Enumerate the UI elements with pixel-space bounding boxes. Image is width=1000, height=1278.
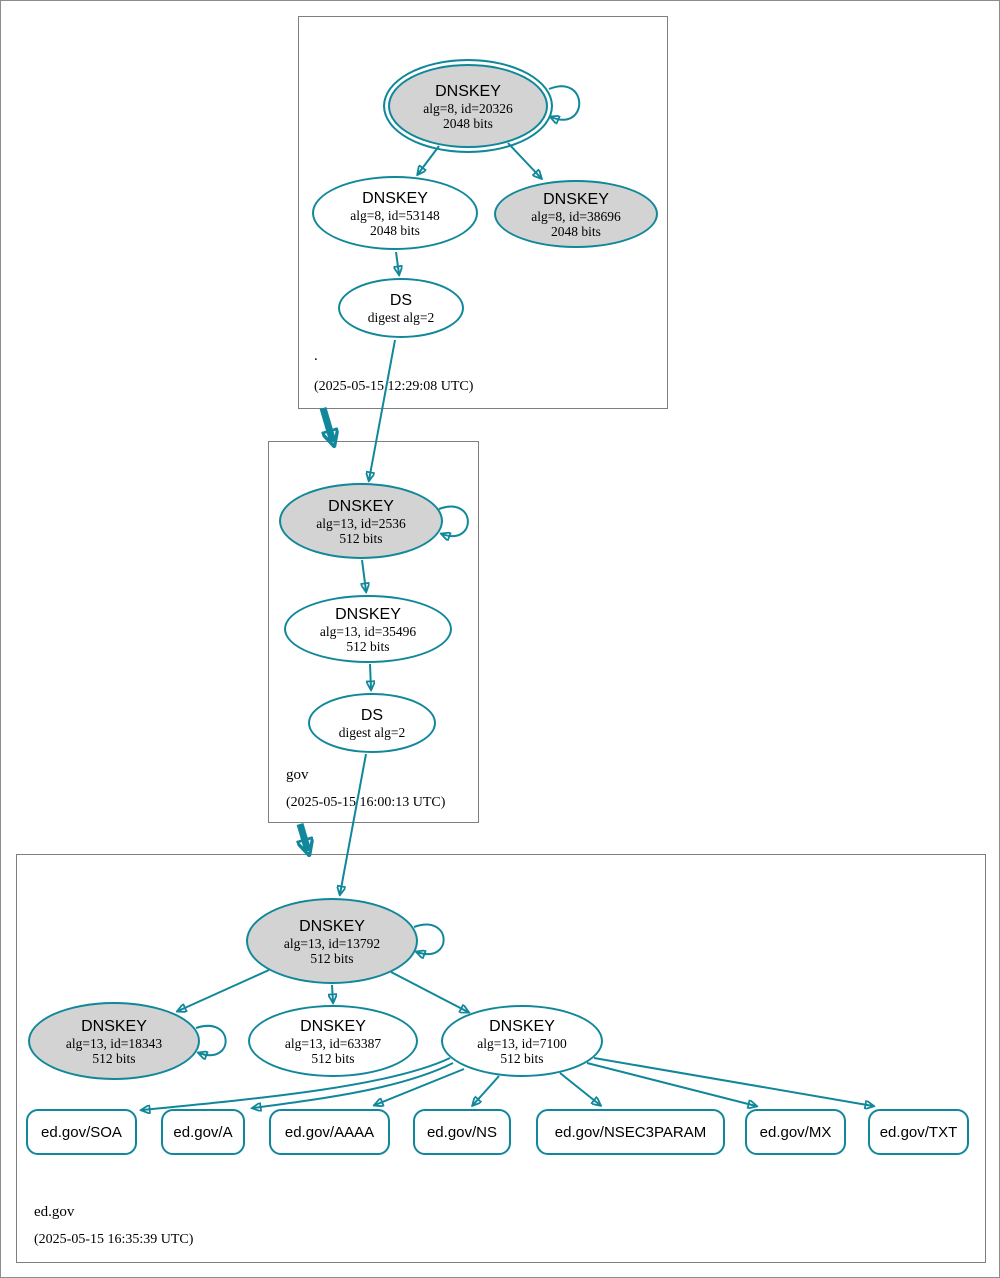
zone-timestamp-edgov: (2025-05-15 16:35:39 UTC) <box>34 1232 194 1247</box>
dnskey-node-root-20326: DNSKEY alg=8, id=20326 2048 bits <box>383 59 553 153</box>
dnskey-bits: 512 bits <box>310 950 354 966</box>
dnskey-title: DNSKEY <box>489 1017 555 1035</box>
dnskey-title: DNSKEY <box>435 82 501 100</box>
dnskey-bits: 2048 bits <box>443 115 493 131</box>
rrset-node-mx: ed.gov/MX <box>745 1109 846 1155</box>
dnskey-detail: alg=13, id=2536 <box>316 515 406 531</box>
zone-label-root: . <box>314 348 318 364</box>
rrset-node-soa: ed.gov/SOA <box>26 1109 137 1155</box>
dnskey-bits: 512 bits <box>92 1050 136 1066</box>
dnskey-title: DNSKEY <box>543 190 609 208</box>
dnskey-detail: alg=8, id=53148 <box>350 207 440 223</box>
rrset-node-txt: ed.gov/TXT <box>868 1109 969 1155</box>
dnskey-detail: alg=8, id=20326 <box>423 100 513 116</box>
dnskey-node-gov-2536: DNSKEY alg=13, id=2536 512 bits <box>279 483 443 559</box>
ds-detail: digest alg=2 <box>367 310 435 325</box>
zone-box-edgov <box>16 854 986 1263</box>
dnskey-title: DNSKEY <box>81 1017 147 1035</box>
dnskey-detail: alg=8, id=38696 <box>531 208 621 224</box>
dnskey-detail: alg=13, id=18343 <box>65 1035 163 1051</box>
dnskey-node-edgov-7100: DNSKEY alg=13, id=7100 512 bits <box>441 1005 603 1077</box>
dnskey-detail: alg=13, id=35496 <box>319 623 417 639</box>
zone-label-edgov: ed.gov <box>34 1204 75 1220</box>
dnskey-bits: 2048 bits <box>551 223 601 239</box>
dnskey-node-edgov-63387: DNSKEY alg=13, id=63387 512 bits <box>248 1005 418 1077</box>
ds-node-root: DS digest alg=2 <box>338 278 464 338</box>
dnskey-node-root-38696: DNSKEY alg=8, id=38696 2048 bits <box>494 180 658 248</box>
edge-root-to-gov-delegation <box>319 407 333 442</box>
dnskey-bits: 512 bits <box>311 1050 355 1066</box>
dnskey-node-root-53148: DNSKEY alg=8, id=53148 2048 bits <box>312 176 478 250</box>
dnskey-bits: 512 bits <box>346 638 390 654</box>
rrset-node-nsec3param: ed.gov/NSEC3PARAM <box>536 1109 725 1155</box>
ds-node-gov: DS digest alg=2 <box>308 693 436 753</box>
dnskey-title: DNSKEY <box>299 917 365 935</box>
ds-title: DS <box>389 292 413 309</box>
ds-title: DS <box>360 707 384 724</box>
dnskey-bits: 512 bits <box>339 530 383 546</box>
zone-box-root <box>298 16 668 409</box>
rrset-node-ns: ed.gov/NS <box>413 1109 511 1155</box>
dnskey-node-edgov-18343: DNSKEY alg=13, id=18343 512 bits <box>28 1002 200 1080</box>
dnskey-title: DNSKEY <box>300 1017 366 1035</box>
dnskey-title: DNSKEY <box>328 497 394 515</box>
edge-gov-to-edgov-delegation <box>300 823 308 851</box>
zone-timestamp-root: (2025-05-15 12:29:08 UTC) <box>314 379 474 394</box>
dnskey-node-gov-35496: DNSKEY alg=13, id=35496 512 bits <box>284 595 452 663</box>
dnskey-bits: 2048 bits <box>370 222 420 238</box>
zone-timestamp-gov: (2025-05-15 16:00:13 UTC) <box>286 795 446 810</box>
rrset-node-aaaa: ed.gov/AAAA <box>269 1109 390 1155</box>
dnskey-title: DNSKEY <box>335 605 401 623</box>
dnskey-detail: alg=13, id=7100 <box>477 1035 567 1051</box>
dnskey-detail: alg=13, id=13792 <box>283 935 381 951</box>
rrset-node-a: ed.gov/A <box>161 1109 245 1155</box>
dnskey-title: DNSKEY <box>362 189 428 207</box>
dnskey-node-edgov-13792: DNSKEY alg=13, id=13792 512 bits <box>246 898 418 984</box>
dnskey-bits: 512 bits <box>500 1050 544 1066</box>
zone-label-gov: gov <box>286 767 309 783</box>
ds-detail: digest alg=2 <box>338 725 406 740</box>
dnskey-detail: alg=13, id=63387 <box>284 1035 382 1051</box>
